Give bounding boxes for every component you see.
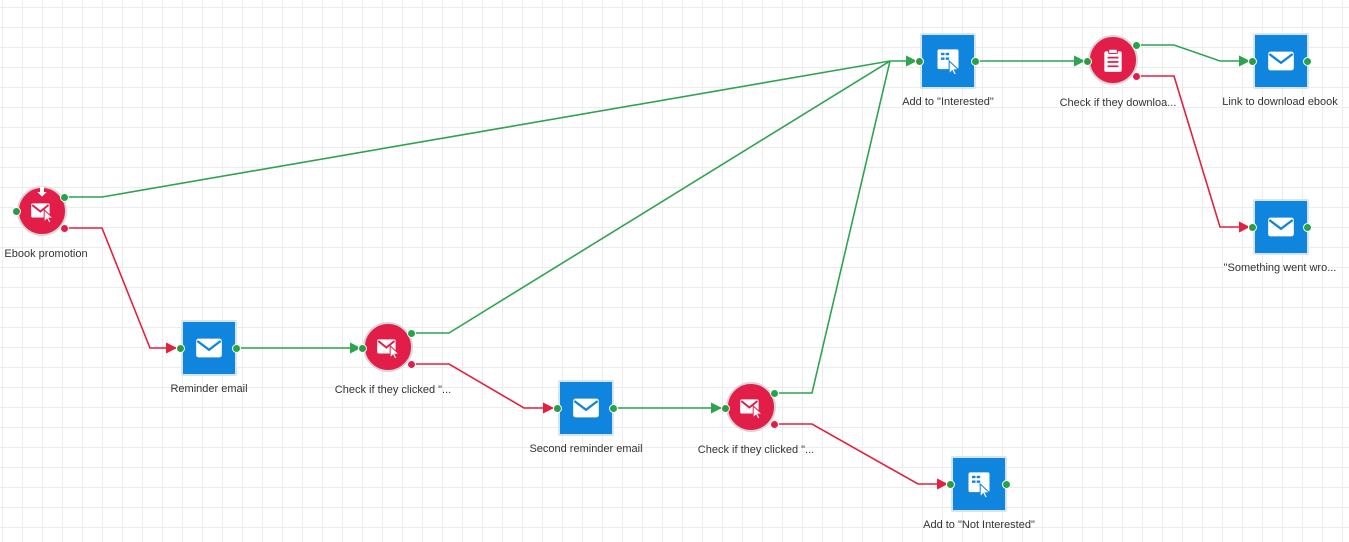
node-link-download-ebook[interactable] [1253,33,1309,89]
node-label: Check if they clicked "... [697,444,815,456]
port-input[interactable] [553,404,562,413]
port-input[interactable] [1248,57,1257,66]
edge-check-clicked-1-to-add-interested[interactable] [412,60,891,334]
node-check-clicked-1[interactable] [363,322,413,372]
start-arrow-icon [34,186,50,202]
clipboard-icon [1100,47,1126,73]
port-input[interactable] [721,404,730,413]
port-output[interactable] [232,344,241,353]
port-no[interactable] [770,420,779,429]
edge-ebook-promotion-to-add-interested[interactable] [65,55,918,198]
add-to-list-icon [934,47,962,75]
edge-check-downloaded-to-link-download-ebook[interactable] [1137,44,1251,67]
port-input[interactable] [915,57,924,66]
node-add-not-interested[interactable] [951,456,1007,512]
port-no[interactable] [60,224,69,233]
port-output[interactable] [1002,480,1011,489]
envelope-icon [572,394,600,422]
port-output[interactable] [1303,57,1312,66]
port-output[interactable] [971,57,980,66]
node-label: Reminder email [170,383,248,395]
node-label: Add to "Interested" [902,96,994,108]
port-input[interactable] [1083,57,1092,66]
port-no[interactable] [407,360,416,369]
email-click-icon [738,394,764,420]
node-reminder-email[interactable] [181,320,237,376]
port-input[interactable] [1248,223,1257,232]
node-check-clicked-2[interactable] [726,382,776,432]
port-no[interactable] [1132,72,1141,81]
port-input[interactable] [946,480,955,489]
envelope-icon [195,334,223,362]
node-label: Check if they clicked "... [334,384,452,396]
node-label: "Something went wro... [1223,262,1337,274]
email-click-icon [375,334,401,360]
edge-check-downloaded-to-something-went-wrong[interactable] [1137,75,1251,233]
port-yes[interactable] [60,193,69,202]
envelope-icon [1267,47,1295,75]
port-output[interactable] [609,404,618,413]
port-yes[interactable] [1132,41,1141,50]
port-input[interactable] [12,207,21,216]
edge-check-clicked-1-to-second-reminder-email[interactable] [412,363,555,414]
port-yes[interactable] [407,329,416,338]
edge-ebook-promotion-to-reminder-email[interactable] [65,227,178,354]
node-label: Ebook promotion [4,248,88,260]
port-input[interactable] [358,344,367,353]
node-something-went-wrong[interactable] [1253,199,1309,255]
node-add-interested[interactable] [920,33,976,89]
add-to-list-icon [965,470,993,498]
port-yes[interactable] [770,389,779,398]
node-second-reminder-email[interactable] [558,380,614,436]
port-input[interactable] [176,344,185,353]
node-label: Link to download ebook [1222,96,1338,108]
envelope-icon [1267,213,1295,241]
node-label: Check if they downloa... [1059,97,1177,109]
edge-check-clicked-2-to-add-interested[interactable] [775,60,891,394]
node-check-downloaded[interactable] [1088,35,1138,85]
edge-check-clicked-2-to-add-not-interested[interactable] [775,423,949,490]
node-label: Second reminder email [529,443,643,455]
port-output[interactable] [1303,223,1312,232]
node-label: Add to "Not Interested" [923,519,1035,531]
